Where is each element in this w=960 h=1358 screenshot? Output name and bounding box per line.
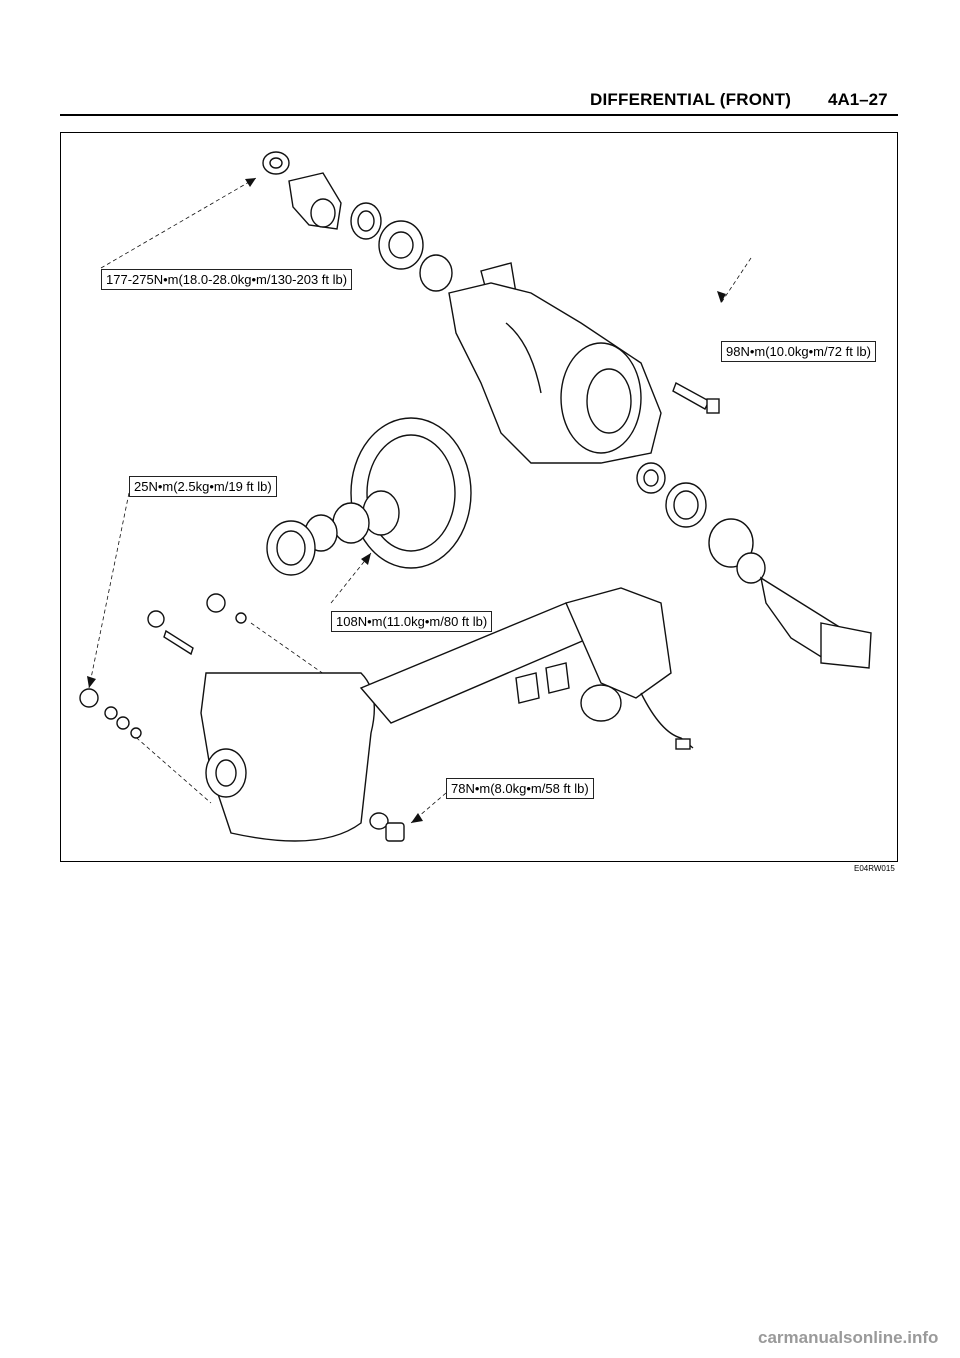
leader-line xyxy=(330,552,372,604)
leader-line xyxy=(100,177,257,269)
header-rule xyxy=(60,114,898,116)
torque-callout-cover-bolt: 25N•m(2.5kg•m/19 ft lb) xyxy=(129,476,277,497)
page-number: 4A1–27 xyxy=(828,90,888,109)
fastener xyxy=(206,593,226,613)
filler-plug xyxy=(385,822,405,842)
arrow-head xyxy=(717,291,726,303)
leader-line xyxy=(720,257,752,304)
pinion-bearing-rear xyxy=(708,518,754,568)
arrow-head xyxy=(245,178,256,187)
cover-bolt xyxy=(79,688,99,708)
housing-bolt xyxy=(672,381,710,410)
torque-callout-ring-gear-bolt: 108N•m(11.0kg•m/80 ft lb) xyxy=(331,611,493,632)
arrow-head xyxy=(361,553,371,565)
diff-bearing xyxy=(332,502,370,544)
axle-end-housing xyxy=(565,587,672,699)
arrow-head xyxy=(87,676,96,688)
wire-connector xyxy=(675,738,691,750)
actuator-cap xyxy=(580,684,622,722)
bearing-race xyxy=(419,254,453,292)
page-header: DIFFERENTIAL (FRONT) 4A1–27 xyxy=(0,86,960,118)
fastener xyxy=(147,610,165,628)
figure-code: E04RW015 xyxy=(854,864,895,873)
torque-callout-flange-nut: 177-275N•m(18.0-28.0kg•m/130-203 ft lb) xyxy=(101,269,353,290)
watermark: carmanualsonline.info xyxy=(758,1328,939,1347)
arrow-head xyxy=(411,813,423,823)
leader-line xyxy=(130,732,212,804)
section-title: DIFFERENTIAL (FRONT) xyxy=(590,90,792,109)
differential-exploded-drawing xyxy=(79,151,872,842)
filler-gasket xyxy=(369,812,389,830)
leader-line xyxy=(88,492,130,689)
exploded-view-figure: 177-275N•m(18.0-28.0kg•m/130-203 ft lb) … xyxy=(60,132,898,862)
torque-callout-filler-plug: 78N•m(8.0kg•m/58 ft lb) xyxy=(446,778,594,799)
actuator-wire xyxy=(640,692,694,749)
stud xyxy=(163,629,194,656)
torque-callout-housing-bolt: 98N•m(10.0kg•m/72 ft lb) xyxy=(721,341,876,362)
